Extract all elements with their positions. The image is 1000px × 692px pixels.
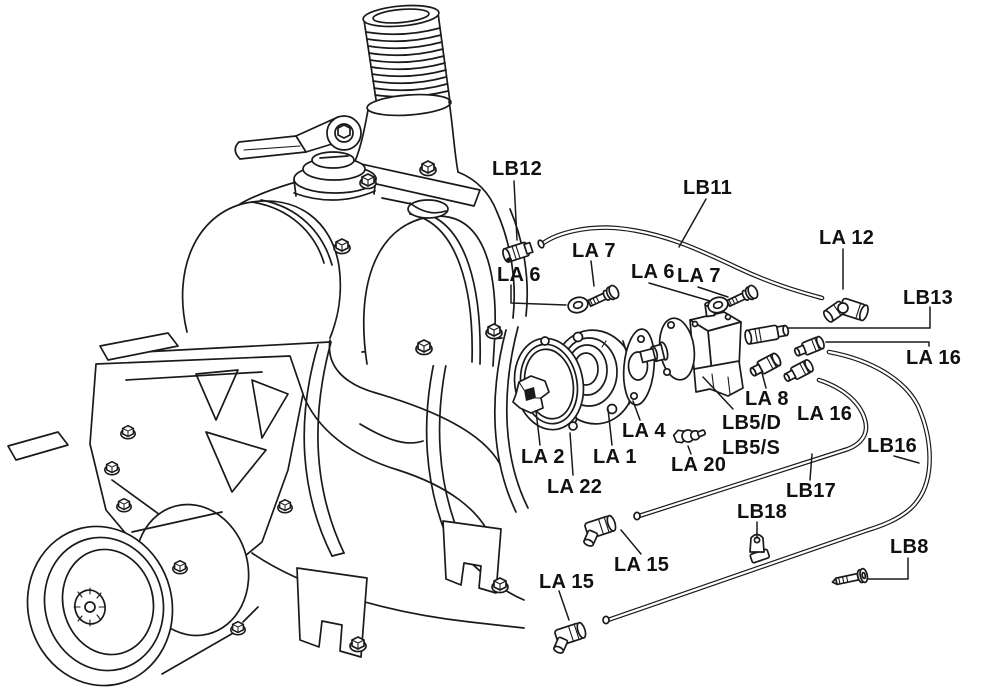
part-label-la12: LA 12: [819, 227, 875, 249]
part-label-la16-upper: LA 16: [906, 347, 962, 369]
part-label-lb16: LB16: [867, 435, 918, 457]
la8-fitting: [747, 351, 784, 380]
part-label-la8: LA 8: [745, 388, 789, 410]
mounting-feet: [296, 520, 502, 658]
top-flange-plate: [349, 161, 481, 219]
part-label-lb13: LB13: [903, 287, 954, 309]
part-label-la15-lower: LA 15: [539, 571, 595, 593]
pump-shaft: [639, 341, 669, 364]
part-label-la4: LA 4: [622, 420, 666, 442]
part-label-la16-lower: LA 16: [797, 403, 853, 425]
main-pump-assembly: [7, 4, 529, 687]
lb8-screw: [831, 567, 869, 586]
part-label-la15-upper: LA 15: [614, 554, 670, 576]
la7-bolt-top: [585, 283, 622, 311]
part-label-la6-left: LA 6: [497, 264, 541, 286]
lb11-pipe: [537, 225, 825, 301]
la16-fitting-lower: [781, 357, 816, 386]
left-air-dome: [181, 199, 342, 339]
lb12-fitting: [502, 241, 534, 263]
shutoff-handle: [234, 115, 362, 160]
lb17-pipe: [633, 377, 869, 521]
la15-fitting-upper: [576, 513, 621, 551]
dome-clamp: [407, 199, 449, 219]
part-label-lb11: LB11: [683, 177, 733, 199]
part-label-lb18: LB18: [737, 501, 788, 523]
intake-hose-ribbed: [362, 4, 451, 107]
lb18-clip: [749, 533, 771, 564]
part-label-lb5s: LB5/S: [722, 437, 781, 459]
valve-body: [293, 151, 377, 201]
part-label-lb5d: LB5/D: [722, 412, 782, 434]
part-label-la22: LA 22: [547, 476, 603, 498]
la15-fitting-lower: [546, 620, 591, 658]
la16-fitting-upper: [792, 334, 827, 360]
leader-lines: [510, 180, 931, 621]
lb16-pipe: [602, 349, 932, 625]
la7-bolt-right: [724, 283, 761, 311]
la20-bleeder-valve: [672, 429, 707, 444]
part-label-lb8: LB8: [890, 536, 929, 558]
la6-washer-left: [565, 294, 591, 316]
part-label-la7-top: LA 7: [572, 240, 616, 262]
lb13-connector: [744, 324, 790, 345]
lb5-pump-unit: [639, 301, 744, 397]
part-label-la7-right: LA 7: [677, 265, 721, 287]
intake-neck: [239, 93, 498, 213]
discharge-duct: [301, 339, 501, 541]
part-label-la2: LA 2: [521, 446, 565, 468]
part-label-lb12: LB12: [492, 158, 543, 180]
la4-gasket: [622, 328, 656, 406]
part-label-lb17: LB17: [786, 480, 837, 502]
body-bolts: [104, 160, 509, 653]
la2-bracket: [512, 375, 550, 414]
part-label-la20: LA 20: [671, 454, 727, 476]
part-label-la6-right: LA 6: [631, 261, 675, 283]
pulley-drum: [26, 503, 250, 687]
part-label-la1: LA 1: [593, 446, 637, 468]
la12-elbow-fitting: [822, 297, 869, 323]
